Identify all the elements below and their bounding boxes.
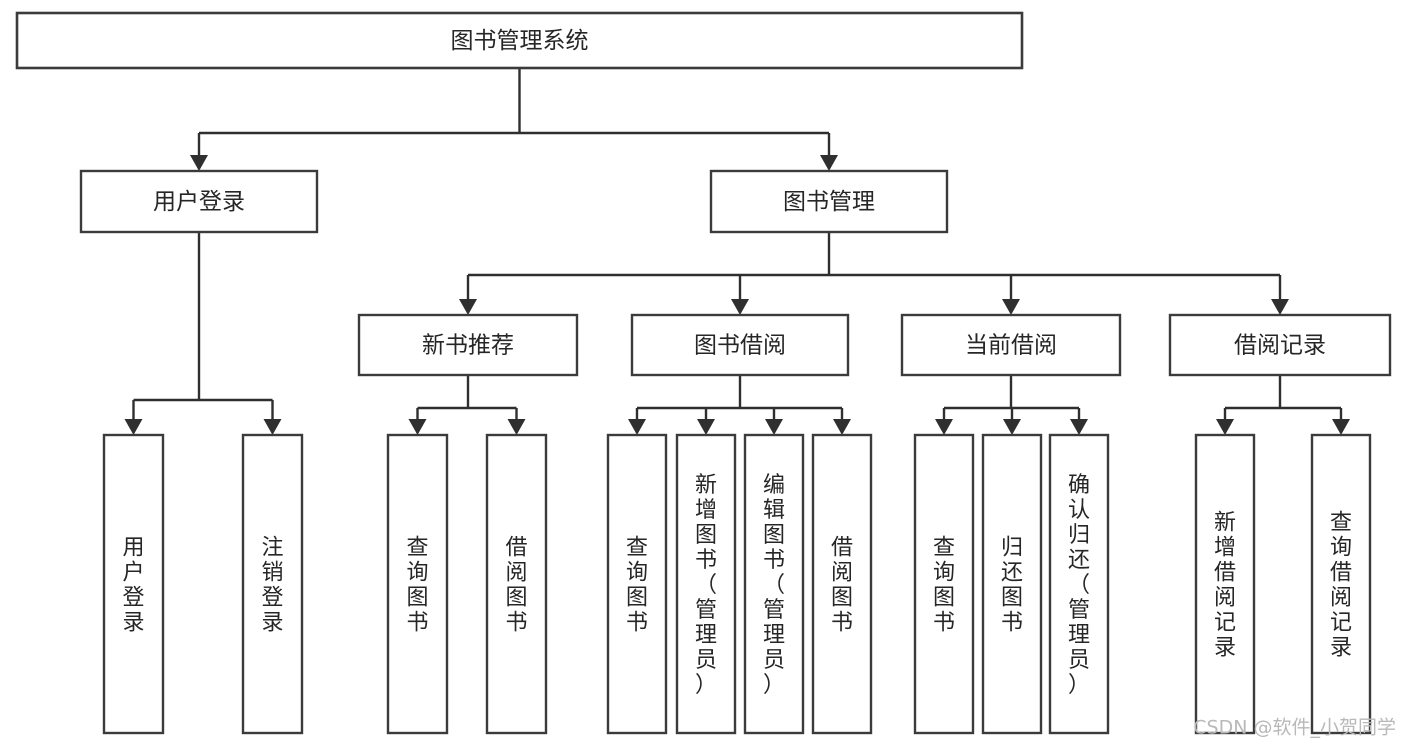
leaf-5-node-新增图书管理员-box: [675, 433, 737, 735]
leaf-2-node-查询图书-label: 查询图书: [406, 536, 428, 636]
node-用户登录-l1-box: [79, 169, 319, 234]
leaf-4-node-查询图书[interactable]: 查询图书: [606, 433, 668, 735]
node-借阅记录-l2-box: [1168, 313, 1392, 377]
leaf-0-node-用户登录-label: 用户登录: [122, 536, 144, 636]
node-图书借阅-l2-label: 图书借阅: [694, 333, 786, 359]
leaf-11-node-新增借阅记录-label: 新增借阅记录: [1214, 511, 1236, 661]
group-新书推荐-arrow-1: [507, 419, 526, 435]
group-当前借阅-arrow-1: [1003, 419, 1021, 435]
group-当前借阅-arrow-0: [935, 419, 953, 435]
group-图书借阅-arrow-3: [833, 419, 851, 435]
node-图书管理系统-root-box: [15, 11, 1024, 70]
leaf-12-node-查询借阅记录-label: 查询借阅记录: [1330, 511, 1352, 661]
node-图书管理系统-root-label: 图书管理系统: [451, 28, 589, 54]
leaf-10-node-确认归还管理员[interactable]: 确认归还（管理员）: [1048, 433, 1110, 735]
leaf-9-node-归还图书-box: [981, 433, 1043, 735]
leaf-9-node-归还图书[interactable]: 归还图书: [981, 433, 1043, 735]
leaf-9-node-归还图书-label: 归还图书: [1001, 536, 1023, 636]
leaf-4-node-查询图书-box: [606, 433, 668, 735]
leaf-8-node-查询图书[interactable]: 查询图书: [913, 433, 975, 735]
bookmgmt-to-level2-arrow-0: [459, 299, 477, 315]
leaf-8-node-查询图书-label: 查询图书: [933, 536, 955, 636]
node-新书推荐-l2[interactable]: 新书推荐: [357, 313, 579, 377]
bookmgmt-to-level2-arrow-1: [731, 299, 749, 315]
leaf-2-node-查询图书[interactable]: 查询图书: [386, 433, 449, 735]
group-图书借阅-arrow-1: [697, 419, 715, 435]
node-当前借阅-l2-box: [900, 313, 1122, 377]
node-图书借阅-l2[interactable]: 图书借阅: [630, 313, 850, 377]
leaf-12-node-查询借阅记录[interactable]: 查询借阅记录: [1310, 433, 1372, 735]
leaf-0-node-用户登录[interactable]: 用户登录: [102, 433, 165, 735]
group-图书借阅-arrow-2: [765, 419, 783, 435]
connector-layer: [124, 68, 1350, 435]
group-当前借阅-arrow-2: [1070, 419, 1088, 435]
node-图书管理-l1[interactable]: 图书管理: [709, 169, 949, 234]
bookmgmt-to-level2-arrow-3: [1271, 299, 1289, 315]
group-新书推荐-arrow-0: [408, 419, 427, 435]
group-用户登录-arrow-1: [263, 419, 282, 435]
leaf-1-node-注销登录-box: [241, 433, 304, 735]
node-图书管理系统-root[interactable]: 图书管理系统: [15, 11, 1024, 70]
leaf-5-node-新增图书管理员-label: 新增图书（管理员）: [695, 473, 717, 698]
leaf-7-node-借阅图书[interactable]: 借阅图书: [811, 433, 873, 735]
node-新书推荐-l2-label: 新书推荐: [422, 333, 514, 359]
group-图书借阅-arrow-0: [628, 419, 646, 435]
leaf-11-node-新增借阅记录[interactable]: 新增借阅记录: [1194, 433, 1256, 735]
leaf-3-node-借阅图书[interactable]: 借阅图书: [485, 433, 548, 735]
node-图书管理-l1-label: 图书管理: [783, 189, 875, 215]
leaf-3-node-借阅图书-label: 借阅图书: [505, 536, 527, 636]
group-用户登录-arrow-0: [124, 419, 143, 435]
leaf-10-node-确认归还管理员-label: 确认归还（管理员）: [1068, 473, 1090, 698]
group-借阅记录-arrow-1: [1332, 419, 1350, 435]
leaf-7-node-借阅图书-label: 借阅图书: [831, 536, 853, 636]
leaf-1-node-注销登录[interactable]: 注销登录: [241, 433, 304, 735]
leaf-10-node-确认归还管理员-box: [1048, 433, 1110, 735]
csdn-watermark: CSDN @软件_小贺同学: [1193, 717, 1396, 739]
node-当前借阅-l2[interactable]: 当前借阅: [900, 313, 1122, 377]
root-to-level1-arrow-1: [820, 155, 838, 171]
leaf-0-node-用户登录-box: [102, 433, 165, 735]
leaf-12-node-查询借阅记录-box: [1310, 433, 1372, 735]
leaf-4-node-查询图书-label: 查询图书: [626, 536, 648, 636]
node-layer: 图书管理系统用户登录图书管理新书推荐图书借阅当前借阅借阅记录用户登录注销登录查询…: [15, 11, 1392, 735]
leaf-6-node-编辑图书管理员-box: [743, 433, 805, 735]
leaf-5-node-新增图书管理员[interactable]: 新增图书（管理员）: [675, 433, 737, 735]
leaf-8-node-查询图书-box: [913, 433, 975, 735]
node-用户登录-l1-label: 用户登录: [153, 189, 245, 215]
group-借阅记录-arrow-0: [1216, 419, 1234, 435]
leaf-2-node-查询图书-box: [386, 433, 449, 735]
node-借阅记录-l2-label: 借阅记录: [1234, 333, 1326, 359]
node-新书推荐-l2-box: [357, 313, 579, 377]
node-用户登录-l1[interactable]: 用户登录: [79, 169, 319, 234]
leaf-1-node-注销登录-label: 注销登录: [261, 536, 283, 636]
leaf-6-node-编辑图书管理员[interactable]: 编辑图书（管理员）: [743, 433, 805, 735]
node-借阅记录-l2[interactable]: 借阅记录: [1168, 313, 1392, 377]
node-当前借阅-l2-label: 当前借阅: [965, 333, 1057, 359]
root-to-level1-arrow-0: [190, 155, 208, 171]
leaf-7-node-借阅图书-box: [811, 433, 873, 735]
node-图书管理-l1-box: [709, 169, 949, 234]
leaf-11-node-新增借阅记录-box: [1194, 433, 1256, 735]
leaf-6-node-编辑图书管理员-label: 编辑图书（管理员）: [763, 473, 785, 698]
node-图书借阅-l2-box: [630, 313, 850, 377]
leaf-3-node-借阅图书-box: [485, 433, 548, 735]
bookmgmt-to-level2-arrow-2: [1002, 299, 1020, 315]
